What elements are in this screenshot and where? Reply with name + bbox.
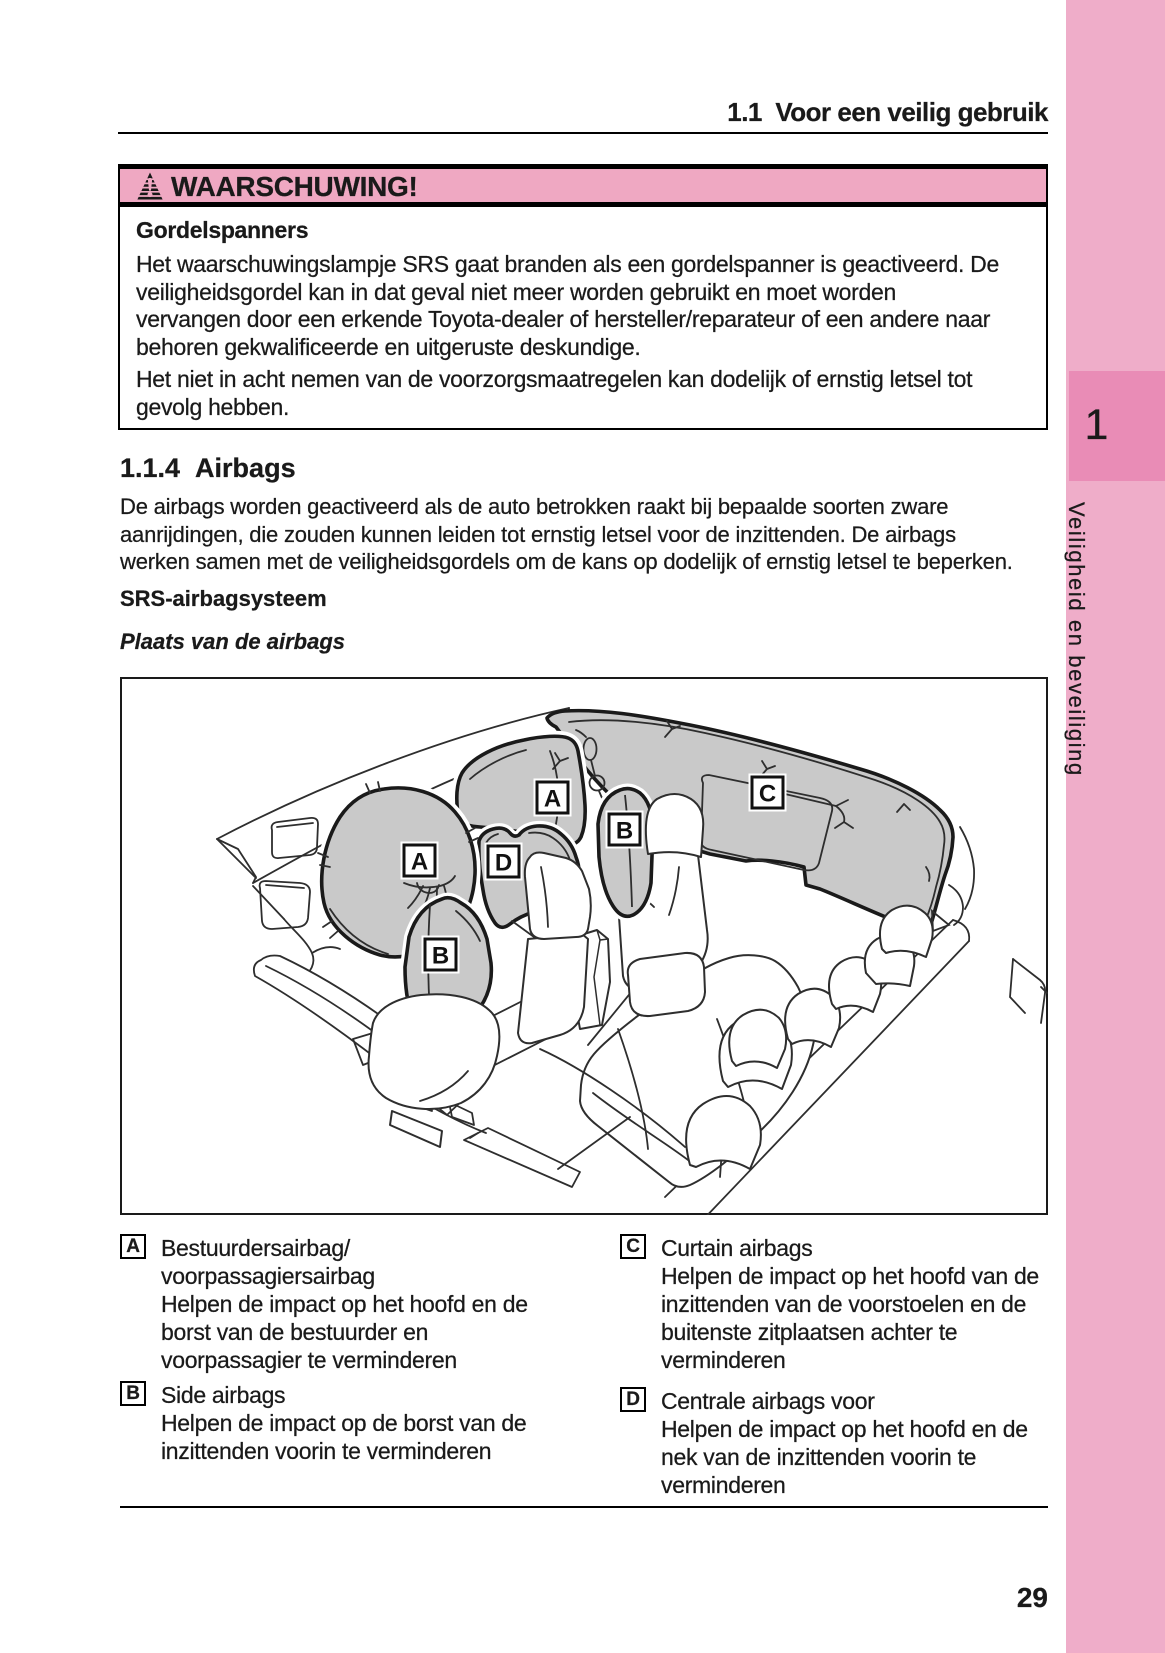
svg-text:B: B <box>616 818 633 845</box>
svg-text:D: D <box>495 850 512 877</box>
svg-text:C: C <box>759 781 776 808</box>
svg-text:A: A <box>544 786 561 813</box>
svg-text:A: A <box>411 849 428 876</box>
svg-text:B: B <box>432 943 449 970</box>
